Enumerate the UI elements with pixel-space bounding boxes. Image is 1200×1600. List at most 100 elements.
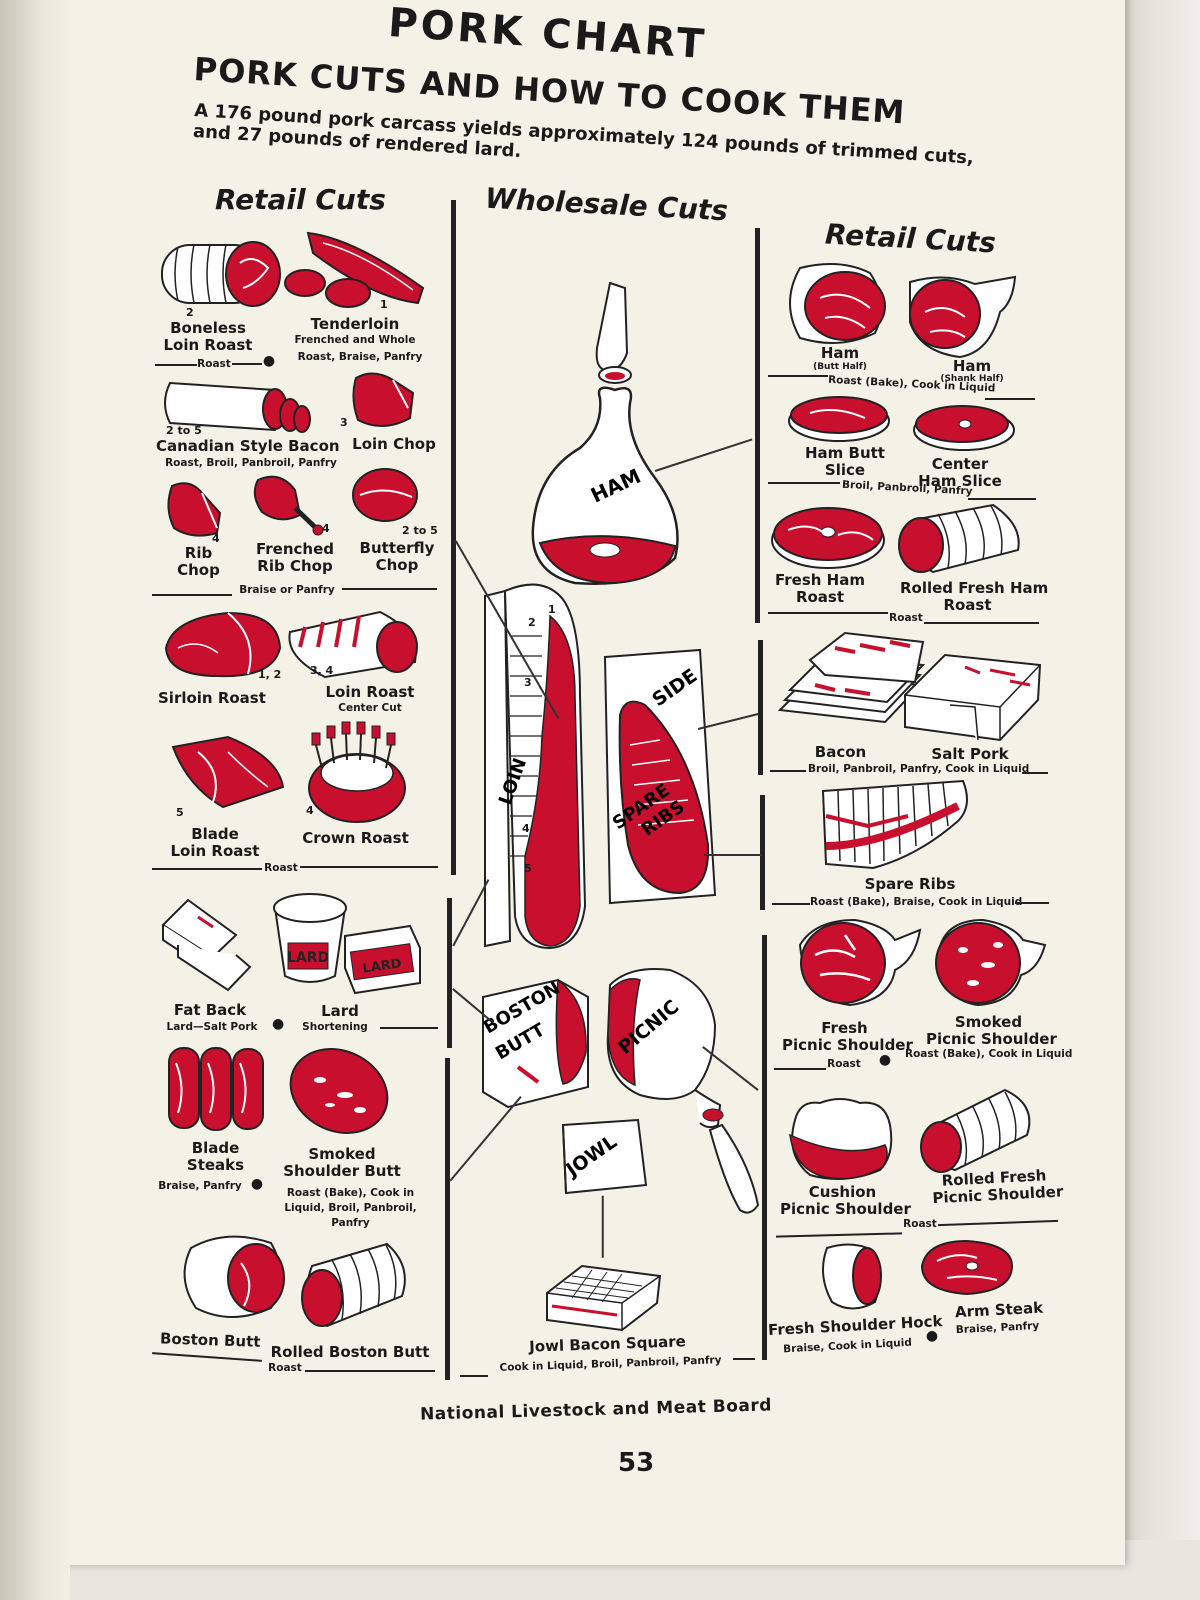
- picnic-wholesale-icon[interactable]: PICNIC: [600, 965, 760, 1220]
- cut-number: 2 to 5: [166, 424, 202, 437]
- fresh-shoulder-hock-icon: [822, 1243, 882, 1310]
- jowl-wholesale-icon[interactable]: JOWL: [558, 1115, 650, 1197]
- lard-tub-text: LARD: [287, 950, 329, 966]
- label-canadian-style-bacon: Canadian Style Bacon: [156, 437, 340, 455]
- bacon-icon: [777, 631, 925, 724]
- method-rule: [300, 866, 438, 868]
- boneless-loin-roast-icon: [161, 241, 281, 307]
- cut-number: 2 to 5: [402, 524, 438, 537]
- jowl-bacon-square-icon: [546, 1264, 662, 1332]
- method-chops: Braise or Panfry: [239, 584, 335, 596]
- method-spare-ribs: Roast (Bake), Braise, Cook in Liquid: [810, 896, 1023, 908]
- note-tenderloin: Frenched and Whole: [294, 334, 416, 346]
- method-rule: [152, 868, 262, 870]
- label-rolled-fresh-ham-roast: Rolled Fresh Ham Roast: [900, 579, 1049, 614]
- ham-butt-slice-icon: [788, 396, 890, 442]
- cut-number: 4: [306, 804, 314, 817]
- method-rule: [772, 903, 810, 905]
- rolled-fresh-ham-roast-icon: [898, 503, 1020, 574]
- cushion-picnic-shoulder-icon: [789, 1098, 893, 1180]
- method-rule: [985, 398, 1035, 400]
- cut-number: 1: [380, 298, 388, 311]
- lard-box-text: LARD: [362, 956, 403, 976]
- loin-section-number: 4: [522, 822, 530, 835]
- label-loin-chop: Loin Chop: [352, 435, 436, 453]
- method-roasts: Roast: [264, 862, 298, 874]
- loin-section-number: 5: [524, 862, 532, 875]
- label-sirloin-roast: Sirloin Roast: [158, 689, 266, 707]
- label-crown-roast: Crown Roast: [302, 829, 409, 847]
- ham-butt-half-icon: [789, 263, 886, 344]
- label-loin-roast: Loin Roast: [325, 683, 415, 701]
- ham-shank-half-icon: [909, 275, 1017, 359]
- method-rule: [1022, 772, 1048, 774]
- smoked-picnic-shoulder-icon: [935, 918, 1047, 1007]
- method-side: Broil, Panbroil, Panfry, Cook in Liquid: [808, 763, 1030, 775]
- method-smoked-shoulder-butt: Roast (Bake), Cook in Liquid, Broil, Pan…: [284, 1187, 417, 1229]
- label-fat-back: Fat Back: [173, 1001, 247, 1019]
- label-salt-pork: Salt Pork: [931, 745, 1009, 763]
- label-cushion-picnic-shoulder: Cushion Picnic Shoulder: [780, 1183, 911, 1218]
- label-smoked-shoulder-butt: Smoked Shoulder Butt: [283, 1145, 401, 1180]
- ham-wholesale-icon[interactable]: HAM: [525, 278, 685, 593]
- method-rule: [924, 622, 1039, 624]
- blade-loin-roast-icon: [171, 735, 285, 809]
- label-fresh-picnic-shoulder: Fresh Picnic Shoulder: [782, 1019, 913, 1054]
- method-rule: [460, 1375, 488, 1377]
- cut-number: 3, 4: [310, 664, 334, 677]
- rolled-boston-butt-icon: [301, 1242, 406, 1328]
- loin-section-number: 3: [524, 676, 532, 689]
- left-column-heading: Retail Cuts: [215, 183, 386, 216]
- method-rule: [1015, 902, 1049, 904]
- divider-left-upper: [451, 200, 456, 875]
- page-number: 53: [618, 1448, 655, 1478]
- frenched-rib-chop-icon: [253, 475, 324, 536]
- canadian-bacon-icon: [164, 381, 311, 433]
- tenderloin-icon: [284, 231, 425, 308]
- label-rolled-boston-butt: Rolled Boston Butt: [270, 1343, 430, 1361]
- divider-left-middle: [447, 898, 452, 1048]
- cut-number: 3: [340, 416, 348, 429]
- fresh-picnic-shoulder-icon: [798, 918, 922, 1007]
- method-cushion-picnic: Roast: [903, 1218, 937, 1230]
- label-bacon: Bacon: [814, 743, 867, 761]
- spare-ribs-icon: [821, 779, 968, 870]
- method-rule: [768, 375, 828, 377]
- cut-number: 4: [322, 522, 330, 535]
- note-loin-roast: Center Cut: [338, 702, 402, 714]
- side-wholesale-icon[interactable]: SIDE SPARERIBS: [600, 645, 718, 910]
- label-lard: Lard: [321, 1002, 359, 1020]
- boston-butt-wholesale-icon[interactable]: BOSTON BUTT: [478, 972, 593, 1112]
- method-fresh-ham: Roast: [889, 612, 923, 624]
- divider-right-2: [758, 640, 763, 775]
- label-rib-chop: Rib Chop: [177, 544, 220, 579]
- method-row1-b: Roast, Braise, Panfry: [297, 351, 423, 363]
- lard-tub-icon: LARD LARD: [273, 893, 421, 995]
- method-blade-steaks: Braise, Panfry: [158, 1180, 242, 1192]
- divider-right-1: [755, 228, 760, 623]
- center-ham-slice-icon: [913, 405, 1015, 451]
- label-smoked-picnic-shoulder: Smoked Picnic Shoulder: [926, 1013, 1057, 1048]
- background-right: [1110, 0, 1200, 1600]
- rib-chop-icon: [167, 482, 222, 537]
- label-boneless-loin-roast: Boneless Loin Roast: [163, 319, 253, 354]
- connector-spare-ribs: [704, 854, 762, 856]
- loin-chop-icon: [352, 372, 415, 427]
- loin-wholesale-icon[interactable]: LOIN: [480, 576, 590, 951]
- method-canadian-bacon: Roast, Broil, Panbroil, Panfry: [165, 457, 337, 469]
- salt-pork-icon: [904, 653, 1042, 742]
- butterfly-chop-icon: [352, 468, 418, 522]
- label-ham-shank-half: Ham: [952, 357, 992, 375]
- label-blade-steaks: Blade Steaks: [186, 1139, 245, 1174]
- method-rule: [774, 1068, 826, 1070]
- boston-butt-icon: [183, 1235, 285, 1318]
- method-rule: [768, 612, 888, 614]
- connector-jowl: [602, 1195, 604, 1258]
- label-fresh-ham-roast: Fresh Ham Roast: [775, 571, 865, 606]
- cut-number: 2: [186, 306, 194, 319]
- label-boston-butt: Boston Butt: [159, 1329, 261, 1351]
- loin-roast-icon: [288, 610, 418, 679]
- crown-roast-icon: [308, 721, 406, 823]
- method-rule: [768, 482, 840, 484]
- divider-right-3: [760, 795, 765, 910]
